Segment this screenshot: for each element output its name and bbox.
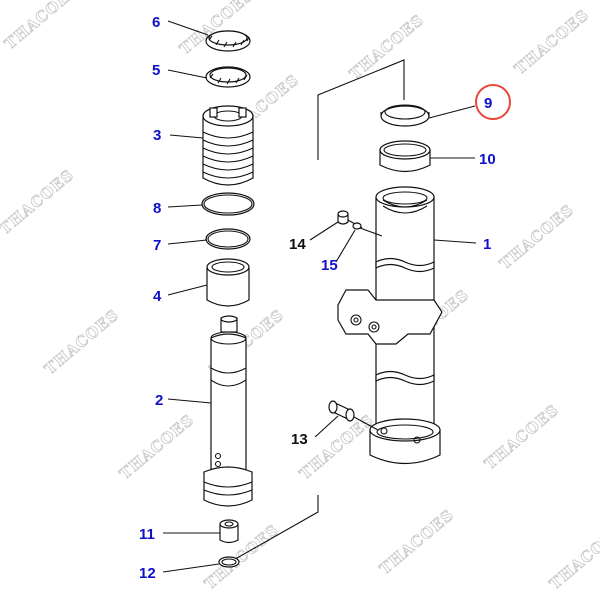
highlight-circle xyxy=(475,84,511,120)
watermark: THACOES xyxy=(376,506,457,578)
label-part-8: 8 xyxy=(153,200,161,217)
label-part-5: 5 xyxy=(152,62,160,79)
part-15-washer xyxy=(352,222,362,230)
label-part-3: 3 xyxy=(153,127,161,144)
label-part-4: 4 xyxy=(153,288,162,305)
part-4-bushing xyxy=(206,258,250,307)
label-part-15: 15 xyxy=(321,257,338,274)
label-part-6: 6 xyxy=(152,14,160,31)
assembly-guide-lines xyxy=(229,59,405,563)
part-14-fitting xyxy=(337,210,363,229)
watermark: THACOES xyxy=(481,401,562,473)
label-part-2: 2 xyxy=(155,392,163,409)
part-5-ring xyxy=(205,66,251,88)
part-12-snap-ring xyxy=(218,556,240,568)
label-part-13: 13 xyxy=(291,431,308,448)
part-3-nut xyxy=(202,105,254,186)
label-part-12: 12 xyxy=(139,565,156,582)
watermark: THACOES xyxy=(116,411,197,483)
part-1-housing xyxy=(337,186,443,464)
label-part-10: 10 xyxy=(479,151,496,168)
part-11-bushing xyxy=(219,519,239,544)
watermark: THACOES xyxy=(546,521,600,593)
label-part-11: 11 xyxy=(139,526,155,543)
part-6-ring xyxy=(205,30,251,52)
watermark: THACOES xyxy=(1,0,82,53)
watermark: THACOES xyxy=(496,201,577,273)
part-labels: 6 5 3 8 7 4 2 11 12 9 10 1 14 15 13 xyxy=(139,14,496,582)
label-part-9: 9 xyxy=(484,95,492,112)
fitting-guide-line xyxy=(359,227,383,237)
part-7-o-ring xyxy=(205,228,251,250)
label-part-7: 7 xyxy=(153,237,161,254)
part-8-o-ring xyxy=(201,192,255,216)
part-9-ring xyxy=(380,104,430,127)
label-part-14: 14 xyxy=(289,236,306,253)
part-2-rod xyxy=(203,315,253,507)
part-13-pin xyxy=(328,400,379,431)
watermark: THACOES xyxy=(0,166,77,238)
watermark: THACOES xyxy=(346,11,427,83)
watermark: THACOES xyxy=(511,6,592,78)
label-part-1: 1 xyxy=(483,236,491,253)
watermark: THACOES xyxy=(201,521,282,593)
watermark: THACOES xyxy=(296,411,377,483)
part-10-bushing xyxy=(379,140,431,173)
watermark: THACOES xyxy=(41,306,122,378)
leader-lines xyxy=(162,20,477,573)
